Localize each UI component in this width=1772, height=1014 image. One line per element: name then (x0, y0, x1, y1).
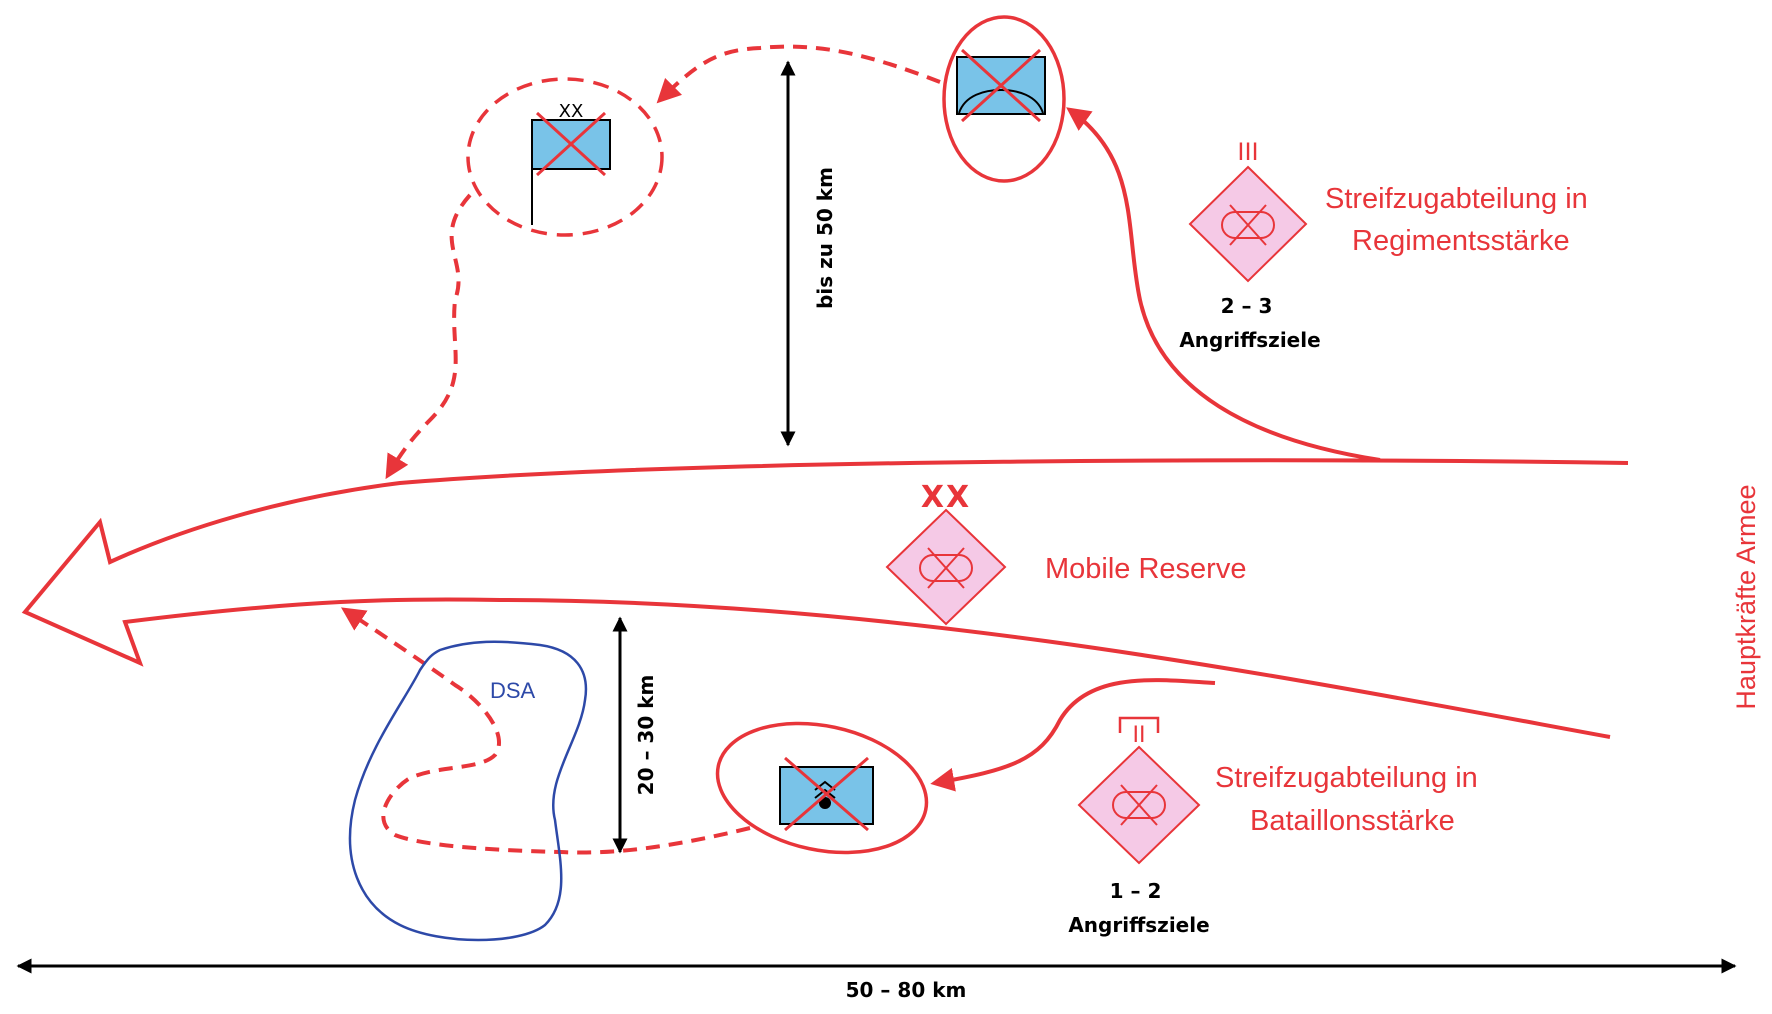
frontage-label: 50 – 80 km (846, 978, 967, 1002)
target-top-right (942, 15, 1066, 183)
regiment-raid-label: Streifzugabteilung in Regimentsstärke (1325, 183, 1596, 257)
depth-far-label: bis zu 50 km (813, 167, 837, 309)
mobile-reserve-label: Mobile Reserve (1045, 553, 1246, 585)
reserve-echelon-mark: XX (921, 480, 971, 515)
dsa-label: DSA (490, 678, 536, 703)
regiment-raid-route (1066, 107, 1381, 462)
target-division-hq: XX (466, 77, 664, 237)
regiment-dashed-route-2 (385, 193, 472, 480)
battalion-raid-route (930, 678, 1216, 792)
main-axis-arrow (21, 458, 1629, 739)
target-battalion (715, 721, 929, 855)
mobile-reserve-unit-symbol: XX (885, 480, 1007, 626)
regiment-raid-unit-symbol: III (1188, 138, 1308, 283)
battalion-raid-unit-symbol: II (1077, 716, 1201, 865)
battalion-dashed-route (341, 607, 751, 855)
battalion-raid-label: Streifzugabteilung in Bataillonsstärke (1215, 762, 1486, 837)
regiment-targets-label: 2 – 3 Angriffsziele (1179, 294, 1320, 352)
dsa-area (348, 640, 588, 942)
depth-near-label: 20 – 30 km (634, 675, 658, 796)
division-hq-echelon: XX (559, 101, 584, 122)
battalion-targets-label: 1 – 2 Angriffsziele (1068, 879, 1209, 937)
main-forces-label: Hauptkräfte Armee (1731, 484, 1761, 709)
regiment-dashed-route-1 (656, 44, 941, 104)
battalion-echelon-mark: II (1133, 723, 1146, 748)
regiment-echelon-mark: III (1237, 138, 1258, 166)
